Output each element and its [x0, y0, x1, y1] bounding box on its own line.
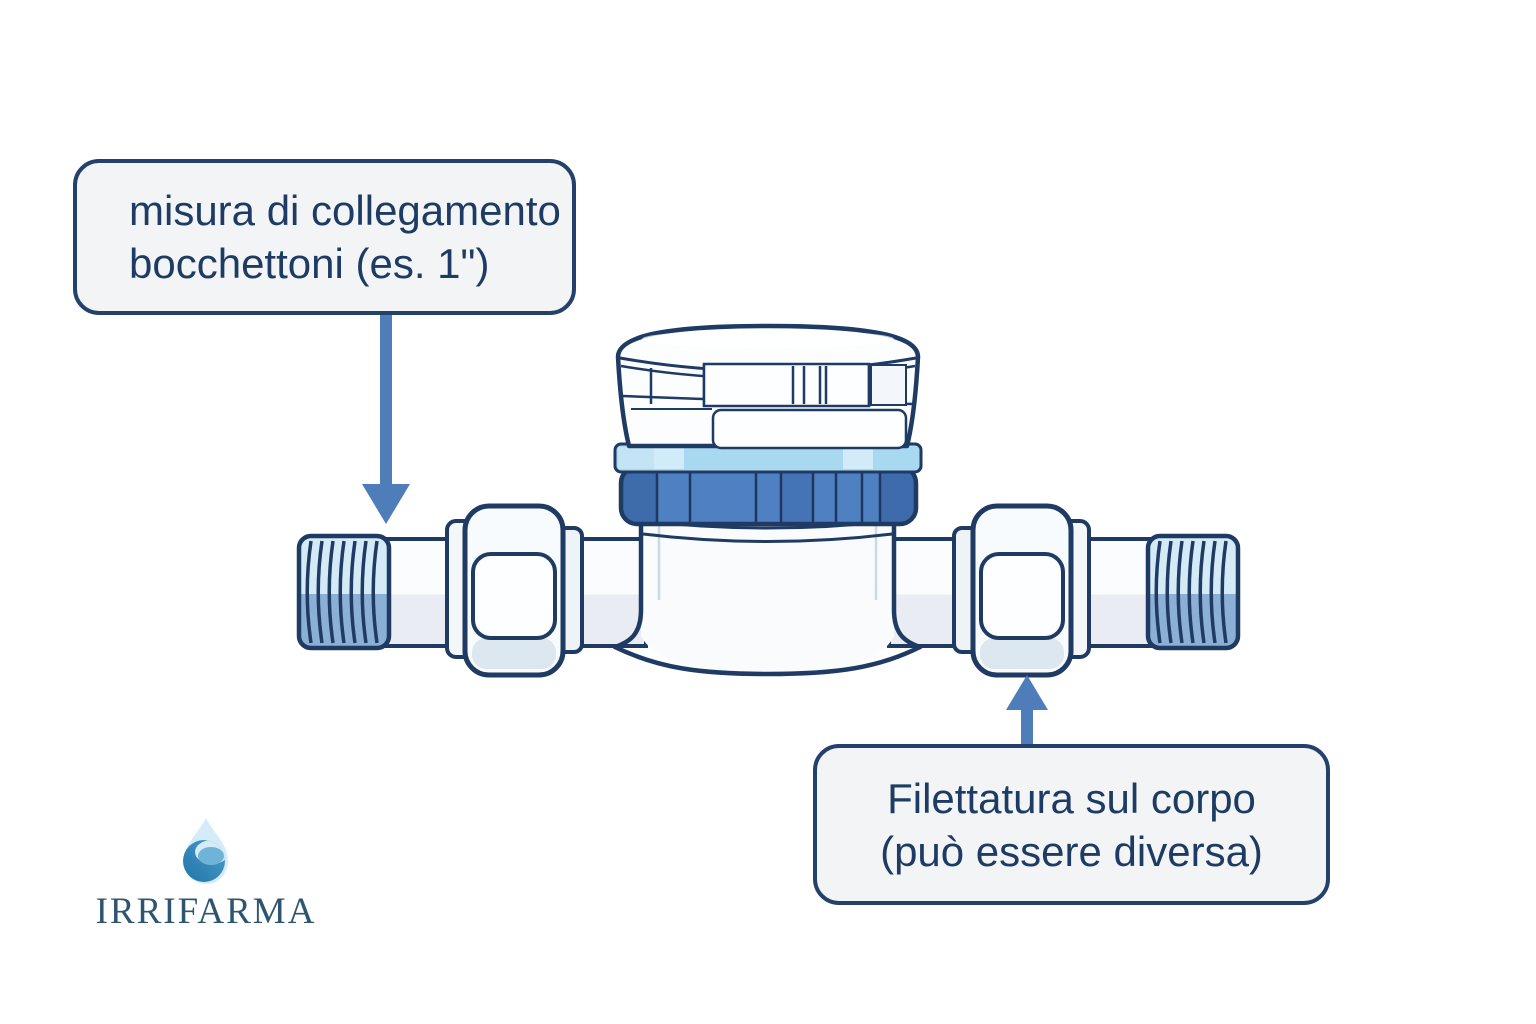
callout-line: bocchettoni (es. 1") — [129, 240, 490, 287]
callout-line: (può essere diversa) — [880, 827, 1263, 875]
right-threaded-fitting — [1145, 533, 1241, 651]
callout-connection-size: misura di collegamento bocchettoni (es. … — [73, 159, 576, 315]
left-threaded-fitting — [296, 533, 392, 651]
left-union-nut — [445, 503, 584, 678]
cap-blue-band — [613, 442, 923, 474]
down-arrow-icon — [362, 313, 410, 524]
water-drop-icon — [183, 818, 228, 884]
brand-name: IRRIFARMA — [95, 891, 317, 932]
register-cap — [615, 323, 921, 450]
right-union-nut — [952, 503, 1091, 678]
callout-line: misura di collegamento — [129, 187, 561, 234]
callout-body-thread: Filettatura sul corpo (può essere divers… — [813, 744, 1330, 905]
meter-body — [612, 501, 923, 677]
blue-coupling-ring — [618, 464, 919, 527]
brand-logo: IRRIFARMA — [94, 816, 318, 933]
up-arrow-icon — [1006, 675, 1048, 746]
callout-line: Filettatura sul corpo — [887, 774, 1256, 822]
